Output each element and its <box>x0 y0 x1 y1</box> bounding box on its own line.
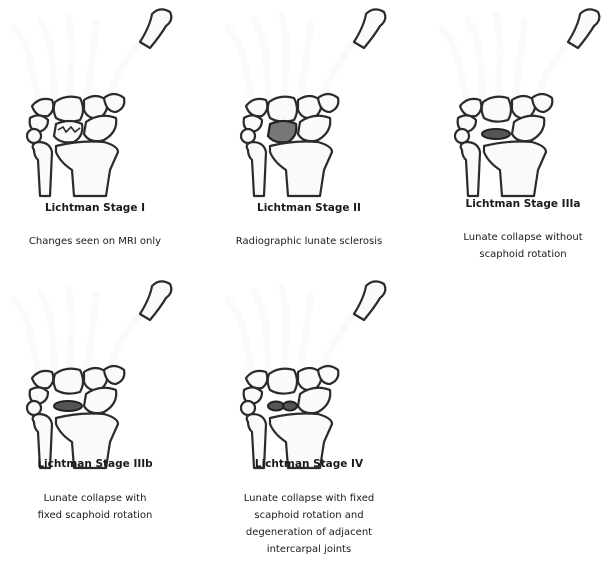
hamate <box>32 99 53 116</box>
lunate <box>482 129 510 139</box>
stage-2-panel: Lichtman Stage II Radiographic lunate sc… <box>214 0 404 260</box>
stage-3b-title: Lichtman Stage IIIb <box>0 458 190 470</box>
metacarpal-2-shaft <box>40 292 55 376</box>
capitate <box>482 97 511 122</box>
scaphoid <box>512 116 544 141</box>
stage-4-description-line: Lunate collapse with fixed <box>214 490 404 507</box>
thumb-phalanx <box>568 9 599 48</box>
capitate <box>268 369 297 394</box>
thumb-phalanx <box>354 281 385 320</box>
stage-4-description-line: intercarpal joints <box>214 541 404 558</box>
stage-4-description-line: scaphoid rotation and <box>214 507 404 524</box>
lunate <box>268 121 296 142</box>
hamate <box>32 371 53 388</box>
pisiform <box>455 129 469 143</box>
wrist-bones <box>228 281 385 468</box>
stage-1-panel: Lichtman Stage I Changes seen on MRI onl… <box>0 0 190 260</box>
stage-4-panel: Lichtman Stage IV Lunate collapse with f… <box>214 272 404 566</box>
stage-3a-description-line: Lunate collapse without <box>428 229 616 246</box>
metacarpal-4-shaft <box>300 294 310 376</box>
lunate <box>54 121 82 142</box>
pisiform <box>241 129 255 143</box>
metacarpal-1-shaft <box>228 300 254 380</box>
lunate <box>54 401 82 411</box>
stage-3b-description-line: Lunate collapse with <box>0 490 190 507</box>
pisiform <box>27 401 41 415</box>
metacarpal-3-shaft <box>496 16 500 102</box>
ulna <box>33 142 52 196</box>
radius <box>270 142 332 197</box>
stage-2-description: Radiographic lunate sclerosis <box>214 233 404 250</box>
metacarpal-1-shaft <box>228 28 254 108</box>
hamate <box>460 99 481 116</box>
metacarpal-2-shaft <box>468 20 483 104</box>
metacarpal-4-shaft <box>86 22 96 104</box>
stage-3a-description: Lunate collapse without scaphoid rotatio… <box>428 229 616 263</box>
metacarpal-2-shaft <box>254 292 269 376</box>
metacarpal-1-shaft <box>14 28 40 108</box>
capitate <box>54 97 83 122</box>
radius <box>56 142 118 197</box>
metacarpal-2-shaft <box>40 20 55 104</box>
wrist-illustration-stage-2 <box>214 0 404 200</box>
scaphoid <box>84 116 116 141</box>
metacarpal-2-shaft <box>254 20 269 104</box>
metacarpal-4-shaft <box>86 294 96 376</box>
ulna <box>461 142 480 196</box>
hamate <box>246 371 267 388</box>
thumb-phalanx <box>140 9 171 48</box>
pisiform <box>241 401 255 415</box>
stage-2-title: Lichtman Stage II <box>214 202 404 214</box>
scaphoid <box>298 388 330 413</box>
wrist-bones <box>14 281 171 468</box>
metacarpal-4-shaft <box>514 22 524 104</box>
metacarpal-3-shaft <box>68 16 72 102</box>
metacarpal-3-shaft <box>282 288 286 374</box>
wrist-illustration-stage-3a <box>428 0 616 200</box>
pisiform <box>27 129 41 143</box>
wrist-illustration-stage-1 <box>0 0 190 200</box>
radius <box>484 142 546 197</box>
metacarpal-3-shaft <box>282 16 286 102</box>
capitate <box>268 97 297 122</box>
scaphoid <box>84 388 116 413</box>
stage-3a-panel: Lichtman Stage IIIa Lunate collapse with… <box>428 0 616 300</box>
thumb-phalanx <box>354 9 385 48</box>
wrist-bones <box>442 9 599 196</box>
wrist-illustration-stage-3b <box>0 272 190 462</box>
wrist-bones <box>228 9 385 196</box>
lunate-fragment <box>283 402 297 411</box>
stage-2-description-line: Radiographic lunate sclerosis <box>214 233 404 250</box>
lunate-fragment <box>268 402 284 411</box>
capitate <box>54 369 83 394</box>
metacarpal-1-shaft <box>14 300 40 380</box>
stage-4-title: Lichtman Stage IV <box>214 458 404 470</box>
stage-1-description-line: Changes seen on MRI only <box>0 233 190 250</box>
scaphoid <box>298 116 330 141</box>
hamate <box>246 99 267 116</box>
stage-3a-description-line: scaphoid rotation <box>428 246 616 263</box>
stage-3b-description: Lunate collapse with fixed scaphoid rota… <box>0 490 190 524</box>
stage-4-description-line: degeneration of adjacent <box>214 524 404 541</box>
wrist-illustration-stage-4 <box>214 272 404 462</box>
thumb-phalanx <box>140 281 171 320</box>
stage-3b-panel: Lichtman Stage IIIb Lunate collapse with… <box>0 272 190 562</box>
metacarpal-3-shaft <box>68 288 72 374</box>
metacarpal-4-shaft <box>300 22 310 104</box>
metacarpal-1-shaft <box>442 28 468 108</box>
stage-3a-title: Lichtman Stage IIIa <box>428 198 616 210</box>
stage-4-description: Lunate collapse with fixed scaphoid rota… <box>214 490 404 558</box>
ulna <box>247 142 266 196</box>
wrist-bones <box>14 9 171 196</box>
stage-1-description: Changes seen on MRI only <box>0 233 190 250</box>
stage-3b-description-line: fixed scaphoid rotation <box>0 507 190 524</box>
stage-1-title: Lichtman Stage I <box>0 202 190 214</box>
